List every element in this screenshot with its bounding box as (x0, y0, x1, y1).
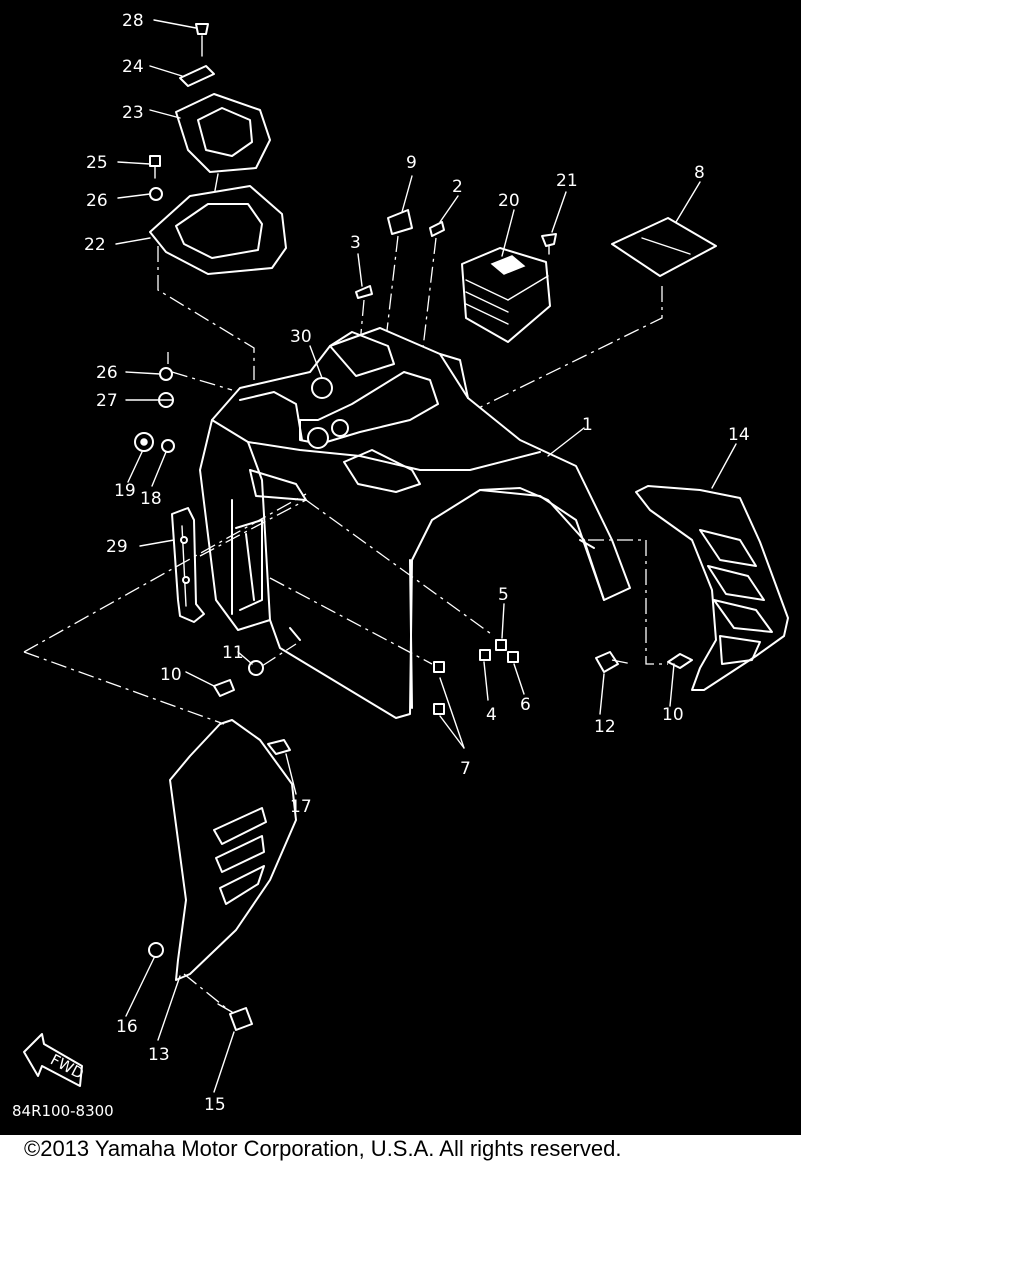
callout-9: 9 (406, 153, 417, 173)
callout-14: 14 (728, 425, 750, 445)
part-24-plate (179, 65, 215, 87)
part-30-cap (307, 377, 349, 449)
part-7-clip (433, 661, 445, 715)
part-5-clip (495, 639, 507, 651)
callout-21: 21 (556, 171, 578, 191)
callout-30: 30 (290, 327, 312, 347)
part-13-side-cover-left (169, 719, 297, 981)
callout-4: 4 (486, 705, 497, 725)
callout-3: 3 (350, 233, 361, 253)
part-16-grommet (148, 942, 164, 958)
callout-25: 25 (86, 153, 108, 173)
part-3-clip (355, 285, 373, 299)
part-26-washer (159, 367, 173, 381)
part-1-rear-fender (199, 327, 631, 719)
part-18-washer (161, 439, 175, 453)
part-25-bolt (149, 155, 161, 179)
callout-29: 29 (106, 537, 128, 557)
copyright-notice: ©2013 Yamaha Motor Corporation, U.S.A. A… (24, 1136, 622, 1161)
callout-11: 11 (222, 643, 244, 663)
part-17-screw (267, 739, 291, 755)
part-10-bolt-left (213, 679, 235, 697)
part-21-screw (541, 233, 557, 255)
exploded-parts-diagram: FWD 28 24 23 25 26 22 9 2 3 20 21 8 30 2… (0, 0, 801, 1135)
part-20-toolbox (461, 247, 551, 343)
callout-18: 18 (140, 489, 162, 509)
callout-23: 23 (122, 103, 144, 123)
leader-lines (115, 19, 737, 1093)
callout-26b: 26 (96, 363, 118, 383)
part-11-washer (248, 660, 264, 676)
part-10-bolt-right (667, 653, 693, 669)
fwd-arrow-icon: FWD (23, 1033, 87, 1087)
part-22-base (149, 185, 287, 275)
callout-numbers: 28 24 23 25 26 22 9 2 3 20 21 8 30 26 27… (84, 11, 750, 1115)
diagram-drawing: FWD 28 24 23 25 26 22 9 2 3 20 21 8 30 2… (12, 11, 789, 1120)
part-6-clip (507, 651, 519, 663)
callout-26: 26 (86, 191, 108, 211)
callout-7: 7 (460, 759, 471, 779)
callout-1: 1 (582, 415, 593, 435)
callout-12: 12 (594, 717, 616, 737)
callout-8: 8 (694, 163, 705, 183)
part-4-clip (479, 649, 491, 661)
part-15-bolt (217, 1003, 253, 1031)
callout-27: 27 (96, 391, 118, 411)
callout-28: 28 (122, 11, 144, 31)
callout-22: 22 (84, 235, 106, 255)
callout-24: 24 (122, 57, 144, 77)
callout-10-left: 10 (160, 665, 182, 685)
part-26-washer-top (149, 187, 163, 201)
part-29-bracket (171, 507, 205, 623)
callout-13: 13 (148, 1045, 170, 1065)
part-27-nut (158, 392, 174, 408)
part-19-nut (134, 432, 154, 452)
part-12-nut (595, 651, 619, 673)
callout-20: 20 (498, 191, 520, 211)
part-14-side-cover-right (635, 485, 789, 691)
callout-5: 5 (498, 585, 509, 605)
callout-16: 16 (116, 1017, 138, 1037)
part-23-cover (175, 93, 271, 173)
callout-17: 17 (290, 797, 312, 817)
part-8-pad (611, 217, 717, 277)
callout-6: 6 (520, 695, 531, 715)
callout-2: 2 (452, 177, 463, 197)
part-2-clip (429, 221, 445, 237)
callout-10-right: 10 (662, 705, 684, 725)
part-code: 84R100-8300 (12, 1102, 114, 1120)
part-9-clip (387, 209, 413, 235)
callout-19: 19 (114, 481, 136, 501)
callout-15: 15 (204, 1095, 226, 1115)
part-28-screw (195, 23, 209, 57)
